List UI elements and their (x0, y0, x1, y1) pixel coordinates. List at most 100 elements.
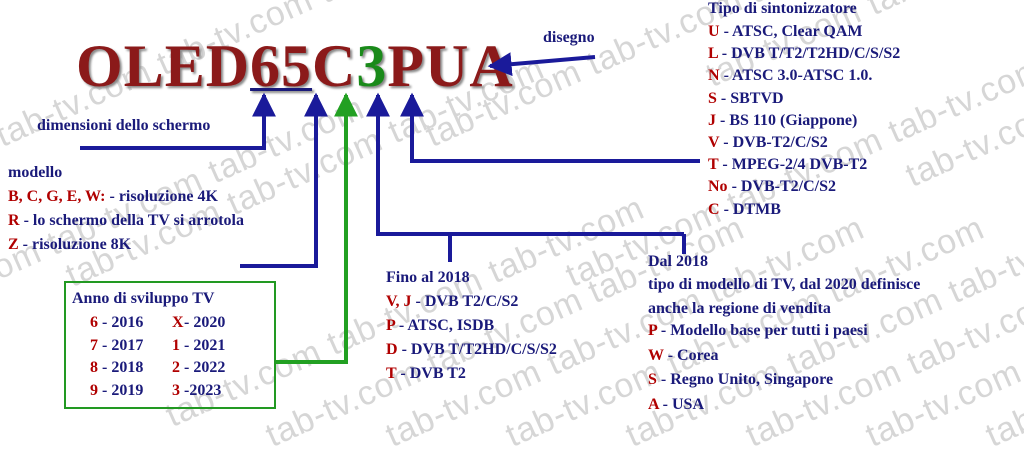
year-value: - 2019 (98, 381, 144, 399)
tuner-item: J - BS 110 (Giappone) (708, 111, 858, 129)
fino-item-code: T (386, 365, 397, 382)
dal-item: A - USA (648, 395, 705, 413)
year-code: 8 (90, 359, 98, 376)
year-value: - 2018 (98, 359, 144, 376)
dal-line1: tipo di modello di TV, dal 2020 definisc… (648, 276, 921, 293)
year-value: - 2021 (184, 336, 226, 354)
tuner-item-desc: - DVB-T2/C/S2 (719, 134, 828, 151)
dal-item: W - Corea (648, 346, 719, 364)
dal-line2: anche la regione di vendita (648, 300, 831, 317)
title-prefix: OLED (76, 33, 251, 99)
tuner-item: S - SBTVD (708, 89, 784, 107)
dal-item-code: A (648, 395, 659, 413)
fino-item-code: D (386, 341, 398, 358)
dal-item-desc: - Regno Unito, Singapore (656, 371, 834, 388)
tuner-item-desc: - ATSC, Clear QAM (719, 23, 863, 40)
year-value: - 2017 (98, 336, 144, 354)
tuner-item-code: T (708, 156, 719, 174)
year-code: 7 (90, 336, 98, 354)
tuner-item-desc: - SBTVD (716, 89, 784, 107)
tuner-item-code: L (708, 45, 718, 63)
year-value: - 2016 (98, 314, 144, 331)
tuner-item: L - DVB T/T2/T2HD/C/S/S2 (708, 46, 900, 62)
tuner-item-code: S (708, 89, 717, 107)
year-heading: Anno di sviluppo TV (72, 290, 215, 307)
fino-item-code: V, J (386, 293, 412, 310)
tuner-item-desc: - DVB-T2/C/S2 (727, 178, 837, 196)
modello-item-code: B, C, G, E, W: (8, 188, 106, 205)
fino-item: T - DVB T2 (386, 366, 466, 382)
modello-item-desc: - risoluzione 8K (18, 236, 132, 253)
tuner-item: T - MPEG-2/4 DVB-T2 (708, 157, 867, 173)
fino-item: V, J - DVB T2/C/S2 (386, 294, 518, 310)
tuner-item-code: V (708, 134, 720, 151)
modello-item: B, C, G, E, W: - risoluzione 4K (8, 189, 218, 205)
tuner-item-desc: - MPEG-2/4 DVB-T2 (718, 156, 868, 174)
tuner-item-code: C (708, 200, 720, 218)
dal-item-desc: - USA (658, 395, 705, 413)
tuner-item-code: U (708, 23, 720, 40)
label-disegno: disegno (543, 29, 595, 46)
modello-item: R - lo schermo della TV si arrotola (8, 213, 244, 229)
tuner-item-desc: - DTMB (719, 200, 781, 218)
fino-item-desc: - DVB T2 (396, 365, 466, 382)
dal-item: P - Modello base per tutti i paesi (648, 323, 868, 339)
year-row: 6 - 2016 X - 2020 (90, 314, 225, 331)
tuner-item: V - DVB-T2/C/S2 (708, 135, 828, 151)
modello-item-code: R (8, 212, 20, 229)
dal-item-code: P (648, 322, 657, 339)
year-box: Anno di sviluppo TV 6 - 2016 X - 2020 7 - … (64, 281, 276, 409)
year-row: 8 - 2018 2 - 2022 (90, 359, 225, 376)
year-code: 3 (172, 381, 180, 399)
year-row: 7 - 2017 1 - 2021 (90, 336, 225, 354)
modello-item-desc: - risoluzione 4K (105, 188, 218, 205)
year-code: 1 (172, 336, 180, 354)
tuner-item: C - DTMB (708, 200, 781, 218)
modello-item-code: Z (8, 236, 19, 253)
dal-item-code: S (648, 371, 657, 388)
year-code: 6 (90, 314, 98, 331)
title-year-digit: 3 (356, 33, 388, 99)
tuner-item-desc: - DVB T/T2/T2HD/C/S/S2 (717, 45, 901, 63)
tuner-item-code: J (708, 111, 716, 129)
modello-heading: modello (8, 164, 63, 181)
label-screen-size: dimensioni dello schermo (37, 117, 211, 134)
connector-lines (80, 52, 700, 364)
model-code-title: OLED65C3PUA (76, 36, 514, 96)
year-value: - 2022 (184, 359, 226, 376)
year-row: 9 - 2019 3 -2023 (90, 381, 221, 399)
dal-item: S - Regno Unito, Singapore (648, 372, 833, 388)
tuner-item: U - ATSC, Clear QAM (708, 24, 863, 40)
fino-item-desc: - DVB T/T2HD/C/S/S2 (397, 341, 557, 358)
year-code: 9 (90, 381, 98, 399)
fino-heading: Fino al 2018 (386, 269, 470, 286)
fino-item: D - DVB T/T2HD/C/S/S2 (386, 342, 557, 358)
year-value: - 2020 (184, 314, 226, 331)
tuner-item-code: N (708, 67, 720, 85)
dal-heading: Dal 2018 (648, 253, 708, 270)
dal-item-code: W (648, 346, 664, 364)
year-code: X (172, 314, 184, 331)
fino-item: P - ATSC, ISDB (386, 318, 494, 334)
size-arrow (80, 92, 276, 150)
fino-item-code: P (386, 317, 395, 334)
tuner-arrow (400, 92, 700, 163)
tuner-item-desc: - ATSC 3.0-ATSC 1.0. (719, 67, 873, 85)
tuner-item-code: No (708, 178, 728, 196)
year-code: 2 (172, 359, 180, 376)
title-model-letter: C (312, 33, 357, 99)
year-value: -2023 (184, 381, 222, 399)
year-arrow (274, 92, 358, 364)
fino-item-desc: - DVB T2/C/S2 (411, 293, 519, 310)
model-arrow (240, 92, 328, 268)
modello-item: Z - risoluzione 8K (8, 237, 131, 253)
tuner-item: N - ATSC 3.0-ATSC 1.0. (708, 68, 872, 84)
dal-item-desc: - Modello base per tutti i paesi (656, 322, 868, 339)
tuner-item-desc: - BS 110 (Giappone) (716, 111, 858, 129)
dal-item-desc: - Corea (663, 346, 719, 364)
title-size-digits: 65 (250, 33, 313, 99)
modello-item-desc: - lo schermo della TV si arrotola (19, 212, 244, 229)
tuner-item: No - DVB-T2/C/S2 (708, 179, 836, 195)
disegno-arrow (487, 52, 596, 77)
fino-item-desc: - ATSC, ISDB (394, 317, 495, 334)
